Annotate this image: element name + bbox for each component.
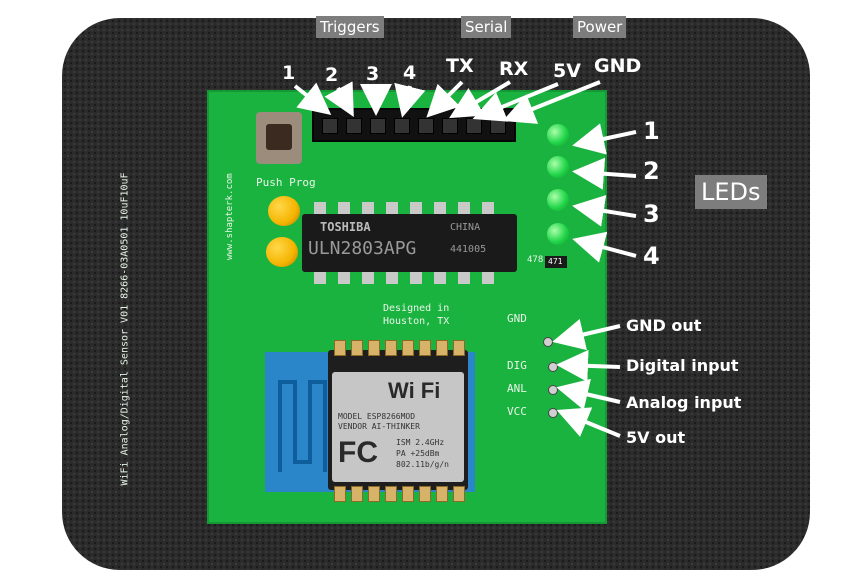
fc-logo: FC: [338, 436, 378, 469]
header-label-3: 3: [366, 63, 380, 85]
silk-anl: ANL: [507, 382, 527, 395]
sensor-label-gnd-out: GND out: [626, 316, 702, 335]
led-label-2: 2: [643, 157, 660, 185]
header-label-tx: TX: [446, 55, 474, 77]
header-label-1: 1: [282, 62, 296, 84]
arrow-5v-out: [556, 407, 621, 438]
silk-gnd: GND: [507, 312, 527, 325]
sensor-label-5v-out: 5V out: [626, 428, 686, 447]
sensor-label-analog-input: Analog input: [626, 393, 742, 412]
header-label-5v: 5V: [553, 60, 581, 82]
uln2803-chip: TOSHIBA CHINA ULN2803APG 441005: [302, 214, 517, 272]
led-label-3: 3: [643, 200, 660, 228]
led-4: [547, 223, 569, 245]
antenna-trace: [278, 380, 327, 472]
arrow-2: [324, 81, 354, 118]
esp-model-line: MODEL ESP8266MOD: [338, 412, 416, 421]
esp-pins-bottom: [332, 486, 466, 502]
triggers-tag: Triggers: [316, 16, 384, 38]
header-label-2: 2: [325, 64, 339, 86]
power-tag: Power: [573, 16, 627, 38]
arrow-1: [293, 82, 332, 115]
designed-in-line2: Houston, TX: [383, 316, 450, 327]
header-label-4: 4: [403, 62, 417, 84]
resistor-478: 478: [527, 255, 544, 265]
leds-tag: LEDs: [695, 175, 767, 209]
capacitor-2: [266, 237, 298, 267]
esp-pins-top: [332, 340, 466, 356]
led-1: [547, 124, 569, 146]
wifi-logo: Wi Fi: [388, 378, 441, 403]
arrow-tx: [426, 80, 464, 118]
push-prog-silk: Push Prog: [256, 176, 316, 189]
chip-brand: TOSHIBA: [320, 220, 371, 234]
arrow-5v: [472, 82, 559, 122]
esp-shield: Wi Fi FC MODEL ESP8266MOD VENDOR AI-THIN…: [332, 372, 464, 482]
arrow-led-4: [572, 231, 637, 263]
led-label-1: 1: [643, 117, 660, 145]
serial-tag: Serial: [461, 16, 512, 38]
chip-part: ULN2803APG: [308, 238, 417, 259]
esp-pa-line: PA +25dBm: [396, 449, 440, 458]
capacitor-1: [268, 196, 300, 226]
arrow-analog: [556, 378, 621, 411]
silk-vcc: VCC: [507, 405, 527, 418]
header-label-rx: RX: [499, 58, 529, 80]
resistor-471-text: 471: [548, 257, 563, 266]
led-label-4: 4: [643, 242, 660, 270]
header-label-gnd: GND: [594, 55, 642, 77]
push-button-cap: [266, 124, 292, 150]
esp-std-line: 802.11b/g/n: [396, 460, 449, 469]
arrow-4: [394, 82, 426, 118]
esp-vendor-line: VENDOR AI-THINKER: [338, 422, 420, 431]
led-3: [547, 189, 569, 211]
esp-ism-line: ISM 2.4GHz: [396, 438, 445, 447]
chip-code: 441005: [450, 244, 487, 255]
resistor-471: 471: [545, 256, 567, 268]
arrow-gnd: [502, 80, 601, 124]
silk-dig: DIG: [507, 359, 527, 372]
arrow-led-3: [572, 195, 637, 227]
sensor-label-digital-input: Digital input: [626, 356, 739, 375]
chip-origin: CHINA: [450, 222, 481, 233]
arrow-rx: [449, 80, 512, 119]
arrow-led-1: [572, 123, 637, 155]
designed-in-line1: Designed in: [383, 303, 450, 314]
arrow-led-2: [572, 157, 637, 190]
ic-legs-top: [310, 202, 510, 214]
ic-legs-bottom: [310, 272, 510, 284]
led-2: [547, 156, 569, 178]
arrow-gnd-out: [552, 318, 621, 351]
arrow-digital: [556, 349, 621, 382]
